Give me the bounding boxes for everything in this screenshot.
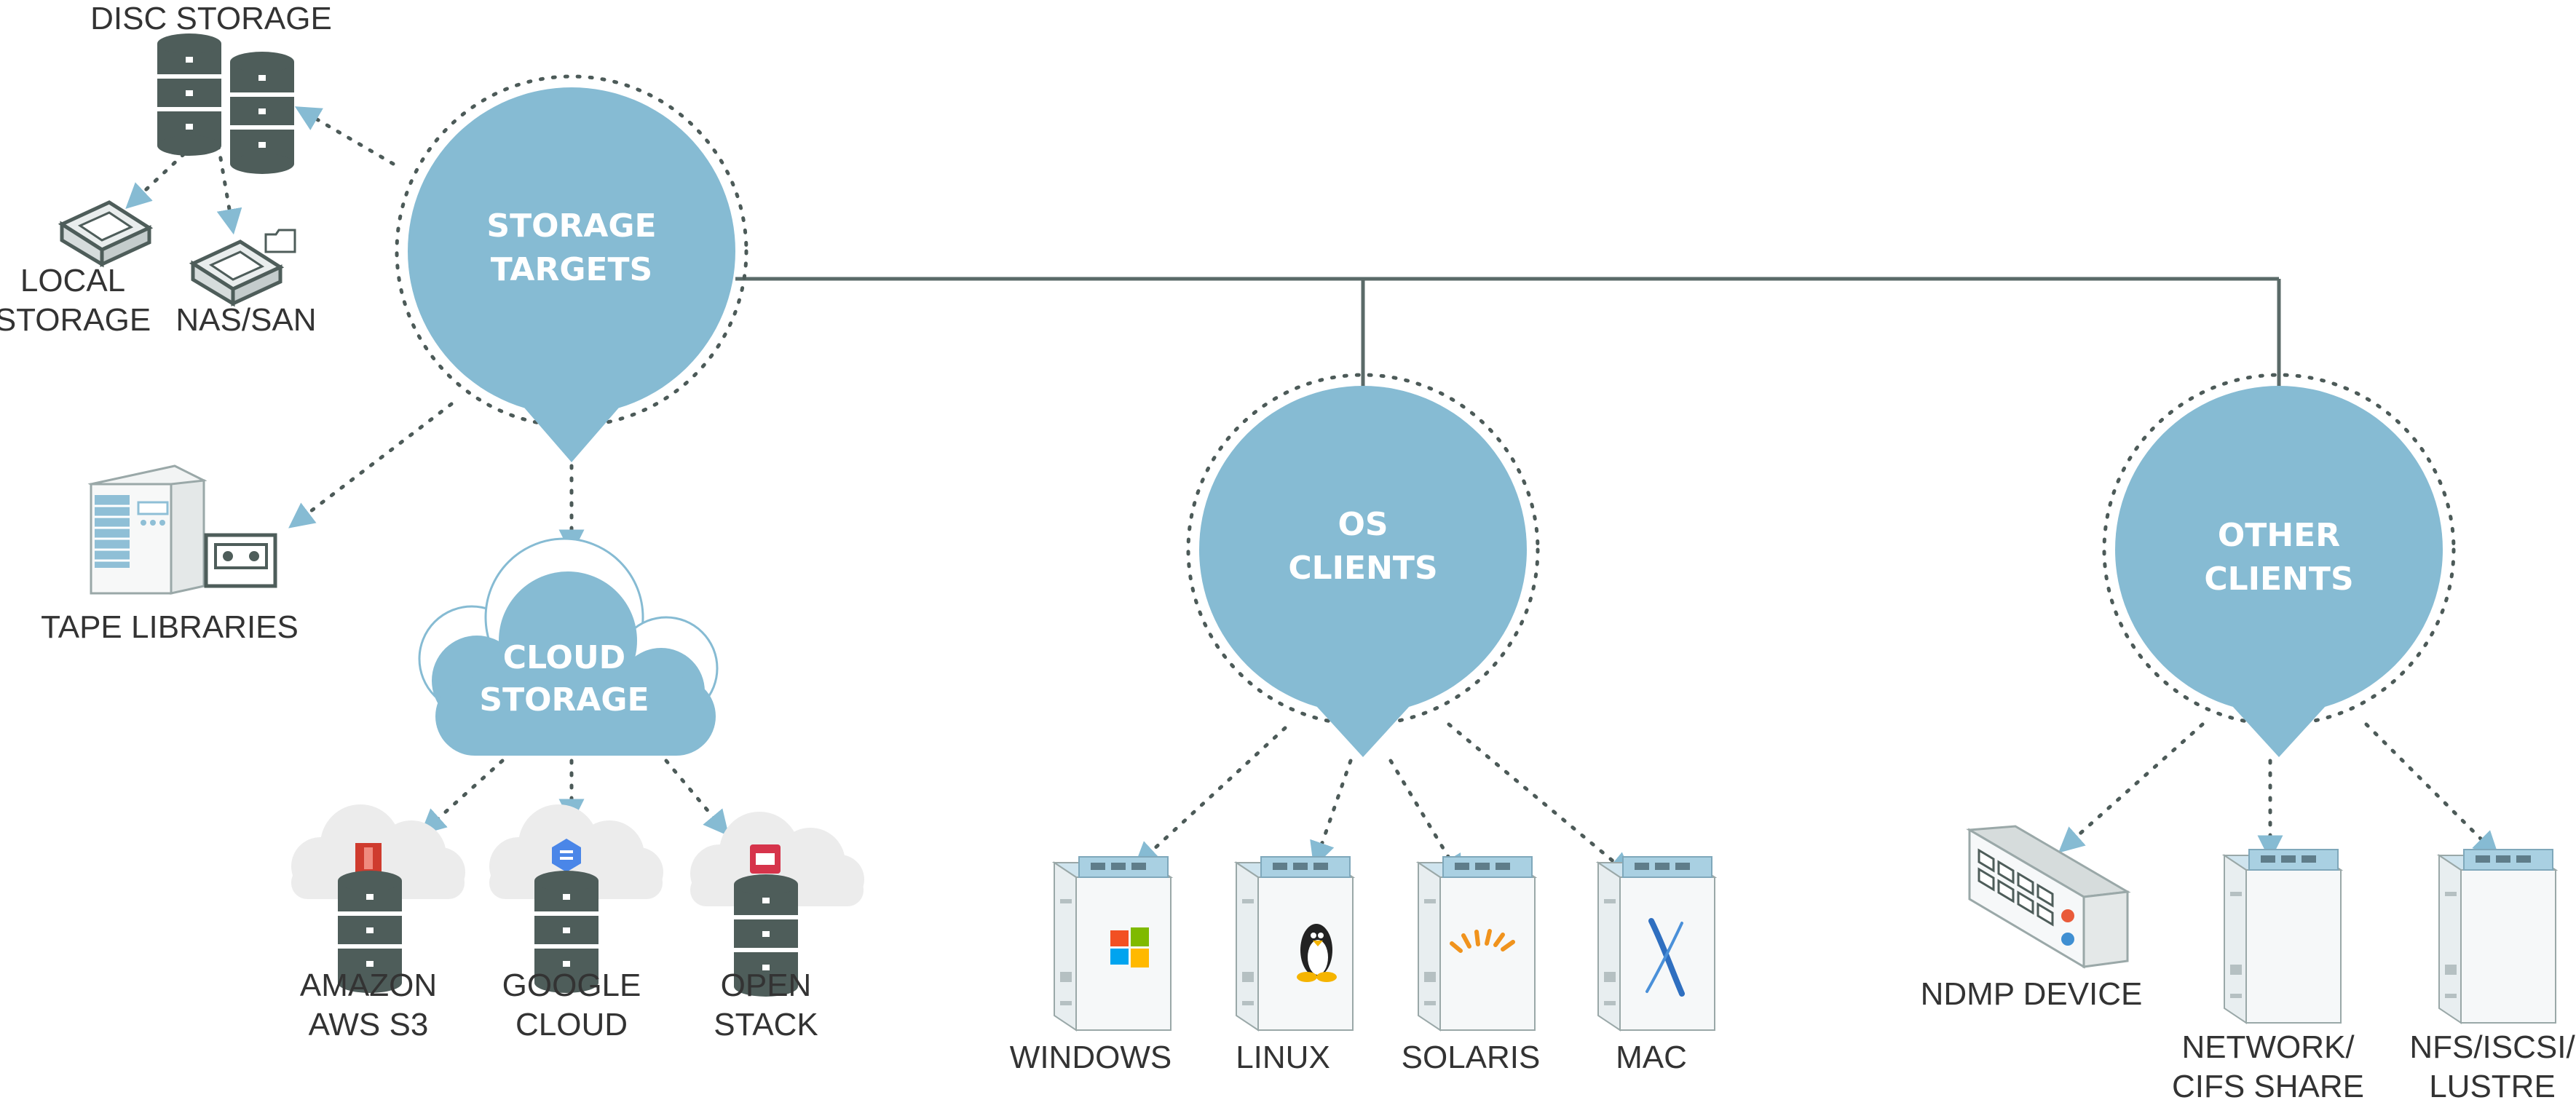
google-label-line2: CLOUD (515, 1007, 628, 1042)
cloud-storage-hub[interactable]: CLOUD STORAGE (418, 537, 719, 756)
network-share-label-line1: NETWORK/ (2181, 1029, 2355, 1065)
nfs-label-line1: NFS/ISCSI/ (2409, 1029, 2575, 1065)
google-label-line1: GOOGLE (502, 967, 641, 1003)
hard-drive-icon (58, 200, 154, 268)
aws-logo-icon (355, 843, 382, 874)
local-storage-group[interactable]: LOCAL STORAGE (0, 200, 154, 338)
hub-os-clients[interactable]: OS CLIENTS (1186, 373, 1540, 757)
cloud-provider-aws[interactable]: AMAZON AWS S3 (291, 804, 465, 1042)
os-client-solaris[interactable]: SOLARIS (1402, 856, 1541, 1075)
database-icon (157, 33, 221, 156)
cloud-storage-line2: STORAGE (479, 681, 649, 719)
hub-storage-targets-line2: TARGETS (491, 251, 652, 288)
hub-other-clients-line1: OTHER (2218, 517, 2340, 554)
linux-penguin-icon (1297, 924, 1337, 982)
solaris-logo-icon (1450, 929, 1515, 953)
cloud-provider-openstack[interactable]: OPEN STACK (690, 812, 864, 1042)
hub-os-clients-line2: CLIENTS (1288, 550, 1437, 587)
ndmp-device-icon (1966, 825, 2131, 969)
other-client-nfs-iscsi-lustre[interactable]: NFS/ISCSI/ LUSTRE (2409, 849, 2575, 1104)
google-cloud-logo-icon (552, 839, 581, 872)
cloud-storage-line1: CLOUD (503, 639, 625, 676)
ndmp-label: NDMP DEVICE (1921, 976, 2143, 1012)
hub-storage-targets-line1: STORAGE (486, 207, 656, 245)
mac-label: MAC (1616, 1040, 1687, 1075)
openstack-logo-icon (750, 844, 781, 874)
other-client-ndmp[interactable]: NDMP DEVICE (1921, 825, 2143, 1012)
os-client-linux[interactable]: LINUX (1236, 856, 1354, 1075)
nas-icon (189, 229, 296, 307)
server-tower-icon (1236, 856, 1354, 1031)
server-tower-icon (1597, 856, 1715, 1031)
linux-label: LINUX (1236, 1040, 1330, 1075)
aws-label-line2: AWS S3 (309, 1007, 429, 1042)
tape-libraries-group[interactable]: TAPE LIBRARIES (41, 464, 299, 645)
openstack-label-line1: OPEN (721, 967, 812, 1003)
cloud-provider-google[interactable]: GOOGLE CLOUD (489, 804, 663, 1042)
solaris-label: SOLARIS (1402, 1040, 1541, 1075)
nfs-label-line2: LUSTRE (2429, 1069, 2556, 1104)
hub-other-clients-line2: CLIENTS (2204, 561, 2353, 598)
server-tower-icon (2438, 849, 2556, 1024)
os-client-mac[interactable]: MAC (1597, 856, 1715, 1075)
hub-other-clients[interactable]: OTHER CLIENTS (2102, 373, 2456, 757)
hub-os-clients-line1: OS (1338, 506, 1388, 543)
os-client-windows[interactable]: WINDOWS (1010, 856, 1172, 1075)
mac-x-logo-icon (1645, 918, 1685, 997)
tape-libraries-label: TAPE LIBRARIES (41, 609, 299, 645)
local-storage-label-line1: LOCAL (20, 263, 125, 298)
windows-logo-icon (1110, 927, 1149, 967)
hub-connectors (735, 277, 2281, 389)
aws-label-line1: AMAZON (300, 967, 437, 1003)
network-share-label-line2: CIFS SHARE (2172, 1069, 2364, 1104)
nas-san-label: NAS/SAN (175, 302, 316, 338)
tape-library-icon (87, 464, 277, 595)
cloud-icon (418, 537, 719, 756)
server-tower-icon (2224, 849, 2342, 1024)
disc-storage-label: DISC STORAGE (90, 1, 332, 36)
windows-label: WINDOWS (1010, 1040, 1172, 1075)
nas-san-group[interactable]: NAS/SAN (175, 229, 317, 338)
openstack-label-line2: STACK (714, 1007, 818, 1042)
hub-storage-targets[interactable]: STORAGE TARGETS (395, 74, 748, 462)
database-icon (230, 52, 294, 174)
disc-storage-group[interactable]: DISC STORAGE (90, 1, 332, 174)
local-storage-label-line2: STORAGE (0, 302, 151, 338)
other-client-network-share[interactable]: NETWORK/ CIFS SHARE (2172, 849, 2364, 1104)
